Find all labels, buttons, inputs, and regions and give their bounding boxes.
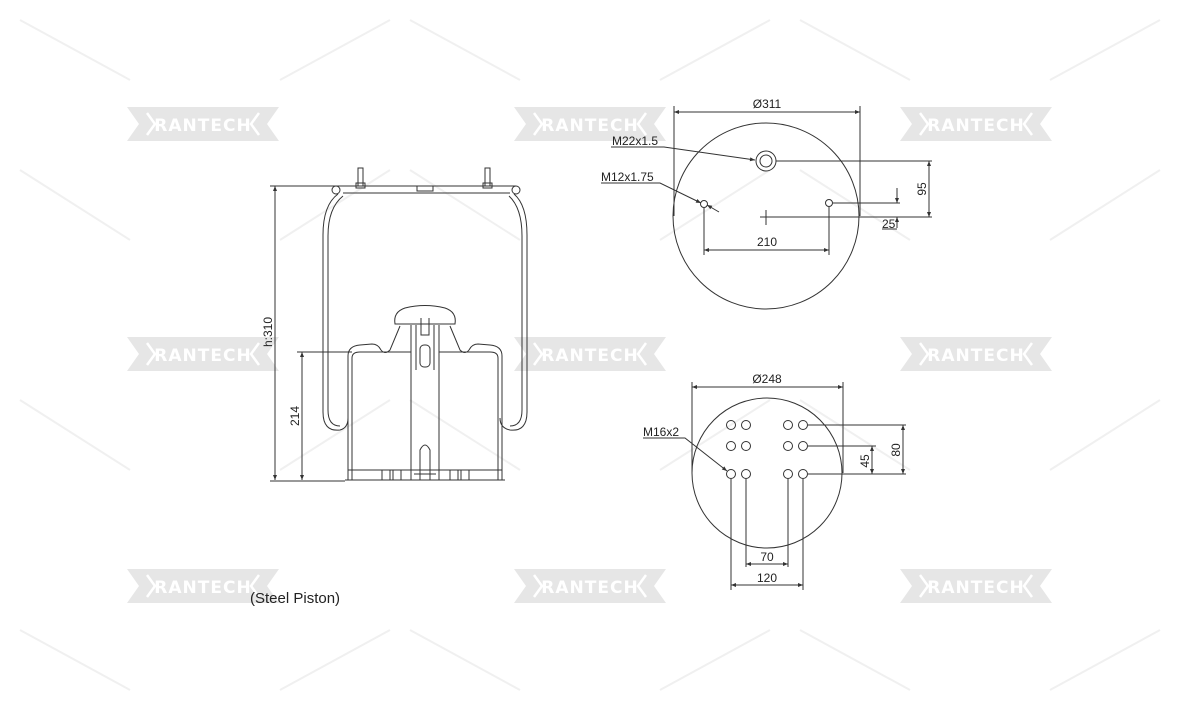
top-plate-view [601, 106, 932, 310]
svg-text:RANTECH: RANTECH [541, 578, 638, 598]
svg-text:RANTECH: RANTECH [541, 116, 638, 136]
thread-leader [643, 437, 728, 472]
piston-base-view [643, 382, 906, 590]
piston-height-label: 214 [288, 406, 302, 426]
svg-text:RANTECH: RANTECH [154, 346, 251, 366]
diameter-311-label: Ø311 [753, 97, 782, 111]
background-pattern [19, 19, 1161, 691]
svg-text:RANTECH: RANTECH [927, 346, 1024, 366]
row-45-label: 45 [858, 454, 872, 468]
side-view [270, 167, 528, 482]
svg-text:RANTECH: RANTECH [927, 116, 1024, 136]
height-label: h:310 [261, 317, 275, 347]
svg-text:RANTECH: RANTECH [927, 578, 1024, 598]
svg-text:RANTECH: RANTECH [154, 116, 251, 136]
thread-label: M16x2 [643, 425, 679, 439]
stud-hole-left [700, 200, 708, 208]
spacing-210-label: 210 [757, 235, 777, 249]
stud-leader [601, 182, 702, 204]
watermarks: RANTECH RANTECH RANTECH RANTECH RANTECH … [125, 105, 1054, 605]
stud-label: M12x1.75 [601, 170, 654, 184]
piston [347, 325, 401, 480]
stud-right [484, 167, 491, 187]
stud-hole-right [825, 199, 833, 207]
piston-type-caption: (Steel Piston) [250, 590, 341, 607]
piston-base-outline [691, 397, 843, 549]
top-plate-outline [672, 122, 860, 310]
air-port-label: M22x1.5 [612, 134, 658, 148]
air-port [755, 150, 777, 172]
offset-25-label: 25 [882, 217, 896, 231]
offset-95-label: 95 [915, 182, 929, 196]
diameter-248-label: Ø248 [752, 372, 782, 386]
bump-stop [394, 305, 456, 325]
stud-left [357, 167, 364, 187]
spacing-120-label: 120 [757, 571, 777, 585]
row-80-label: 80 [889, 443, 903, 457]
spacing-70-label: 70 [760, 550, 774, 564]
bellows [322, 193, 349, 431]
air-port-leader [611, 146, 756, 162]
svg-text:RANTECH: RANTECH [154, 578, 251, 598]
svg-text:RANTECH: RANTECH [541, 346, 638, 366]
bolt-holes [726, 420, 808, 479]
